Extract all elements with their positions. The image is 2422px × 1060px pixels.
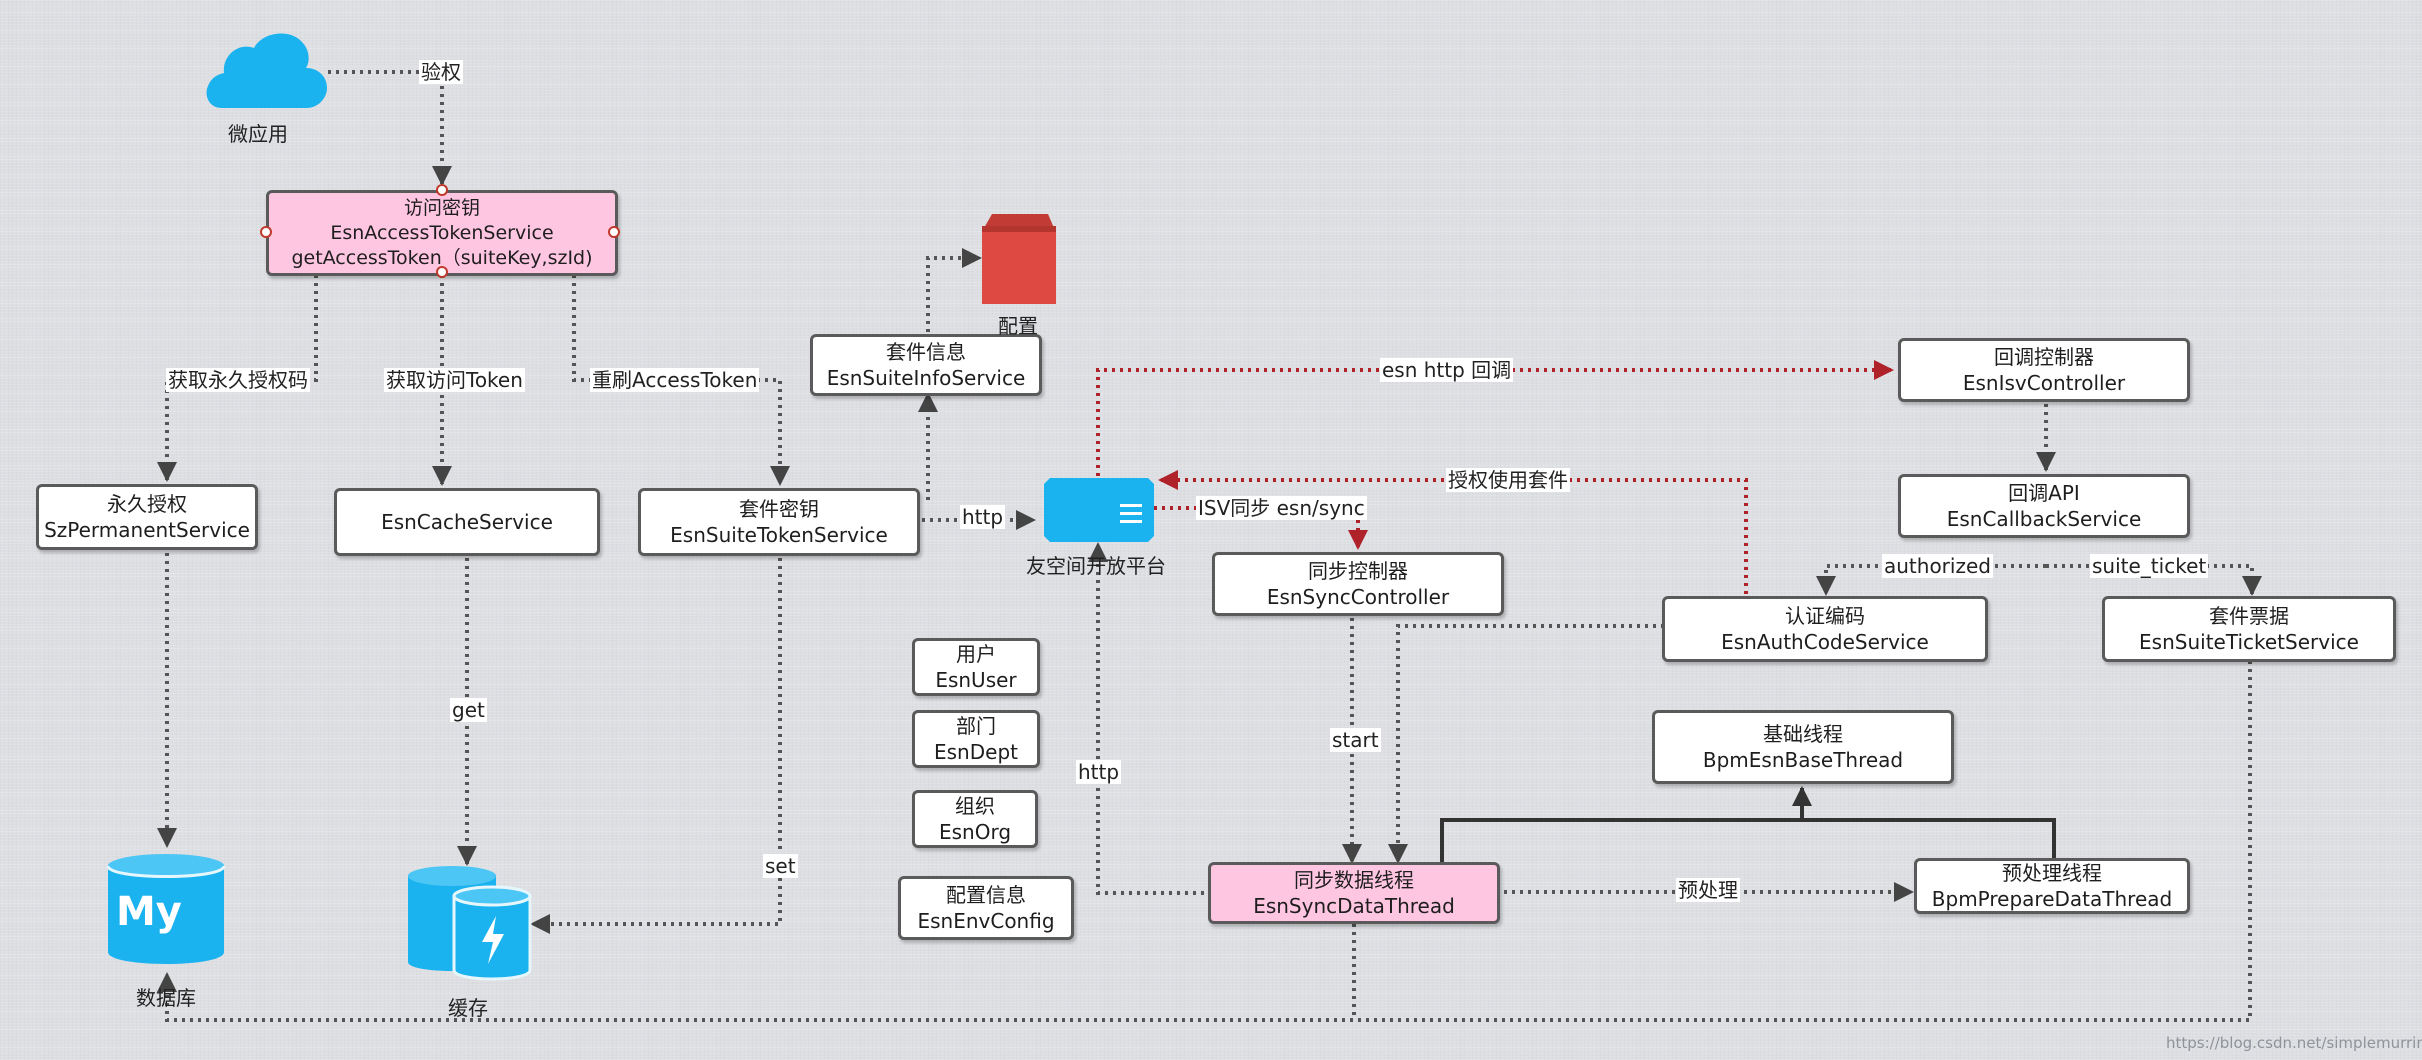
isv-controller-node[interactable]: 回调控制器 EsnIsvController [1898, 338, 2190, 402]
prepare-thread-node[interactable]: 预处理线程 BpmPrepareDataThread [1914, 858, 2190, 914]
node-method: getAccessToken（suiteKey,szId) [291, 246, 593, 269]
node-service: EsnIsvController [1962, 371, 2126, 395]
node-service: SzPermanentService [44, 518, 250, 542]
watermark: https://blog.csdn.net/simplemurrina [2166, 1034, 2422, 1052]
node-title: 组织 [955, 794, 995, 818]
cache-service-node[interactable]: EsnCacheService [334, 488, 600, 556]
micro-app-label: 微应用 [228, 122, 288, 146]
auth-code-service-node[interactable]: 认证编码 EsnAuthCodeService [1662, 596, 1988, 662]
node-title: 部门 [956, 714, 996, 738]
platform-label: 友空间开放平台 [1026, 554, 1166, 578]
edge-label-preprocess: 预处理 [1676, 878, 1740, 902]
database-label: 数据库 [136, 986, 196, 1010]
port-right [608, 226, 620, 238]
edge-label-set: set [763, 854, 798, 878]
node-title: 同步数据线程 [1294, 868, 1414, 892]
node-title: 预处理线程 [2002, 861, 2102, 885]
node-title: 同步控制器 [1308, 559, 1408, 583]
node-title: 套件密钥 [739, 497, 819, 521]
node-title: 永久授权 [107, 492, 187, 516]
edge-auth [328, 70, 452, 186]
node-title: 访问密钥 [403, 196, 480, 219]
cloud-icon [206, 33, 328, 108]
suite-info-service-node[interactable]: 套件信息 EsnSuiteInfoService [810, 334, 1042, 396]
config-store-icon [982, 214, 1056, 304]
edge-esn-http-callback [1096, 360, 1894, 476]
node-service: EsnSuiteTicketService [2139, 630, 2359, 654]
node-title: 回调API [2008, 481, 2080, 505]
edge-http-sync [1088, 542, 1212, 895]
edge-label-auth: 验权 [419, 60, 463, 84]
node-service: BpmEsnBaseThread [1702, 748, 1904, 772]
edge-label-http-sync: http [1076, 760, 1122, 784]
org-entity-node[interactable]: 组织 EsnOrg [912, 790, 1038, 848]
user-entity-node[interactable]: 用户 EsnUser [912, 638, 1040, 696]
edge-start-2 [1388, 624, 1664, 864]
edge-suite-info-to-config [926, 248, 982, 332]
suite-token-service-node[interactable]: 套件密钥 EsnSuiteTokenService [638, 488, 920, 556]
edge-label-refresh-access-token: 重刷AccessToken [590, 368, 760, 392]
dept-entity-node[interactable]: 部门 EsnDept [912, 710, 1040, 768]
edge-label-esn-http-callback: esn http 回调 [1380, 358, 1514, 382]
edge-set [530, 558, 782, 934]
node-title: 用户 [956, 642, 996, 666]
node-service: EsnEnvConfig [917, 909, 1055, 933]
node-title: 配置信息 [946, 883, 1026, 907]
database-glyph: My [116, 889, 182, 935]
env-config-node[interactable]: 配置信息 EsnEnvConfig [898, 876, 1074, 940]
suite-ticket-service-node[interactable]: 套件票据 EsnSuiteTicketService [2102, 596, 2396, 662]
edge-label-auth-use-suite: 授权使用套件 [1446, 468, 1570, 492]
node-service: BpmPrepareDataThread [1931, 887, 2173, 911]
callback-service-node[interactable]: 回调API EsnCallbackService [1898, 474, 2190, 538]
sync-controller-node[interactable]: 同步控制器 EsnSyncController [1212, 552, 1504, 616]
node-title: 回调控制器 [1994, 345, 2094, 369]
port-top [436, 184, 448, 196]
node-service: EsnAccessTokenService [330, 221, 554, 244]
base-thread-node[interactable]: 基础线程 BpmEsnBaseThread [1652, 710, 1954, 784]
node-title: 套件信息 [886, 340, 966, 364]
edge-label-authorized: authorized [1882, 554, 1993, 578]
edge-label-http: http [960, 505, 1006, 529]
config-store-label: 配置 [998, 314, 1038, 338]
edge-label-isv-sync: ISV同步 esn/sync [1196, 496, 1367, 520]
node-title: 套件票据 [2209, 604, 2289, 628]
node-service: EsnSuiteTokenService [670, 523, 888, 547]
cache-icon [408, 866, 532, 981]
node-title: 基础线程 [1763, 722, 1843, 746]
edge-label-start: start [1330, 728, 1381, 752]
edge-label-get-permanent-code: 获取永久授权码 [166, 368, 310, 392]
node-service: EsnSyncDataThread [1253, 894, 1455, 918]
server-icon [1044, 478, 1154, 542]
port-bottom [436, 266, 448, 278]
node-service: EsnSuiteInfoService [826, 366, 1026, 390]
node-title: 认证编码 [1785, 604, 1865, 628]
node-service: EsnUser [935, 668, 1017, 692]
port-left [260, 226, 272, 238]
sync-data-thread-node[interactable]: 同步数据线程 EsnSyncDataThread [1208, 862, 1500, 924]
edge-label-get-access-token: 获取访问Token [384, 368, 525, 392]
edge-thread-inheritance [1440, 788, 2056, 864]
edge-label-suite-ticket: suite_ticket [2090, 554, 2209, 578]
database-icon [106, 854, 226, 964]
node-service: EsnOrg [938, 820, 1012, 844]
edge-label-get: get [450, 698, 487, 722]
node-service: EsnDept [934, 740, 1018, 764]
node-service: EsnCallbackService [1946, 507, 2142, 531]
cache-label: 缓存 [448, 996, 488, 1020]
node-service: EsnAuthCodeService [1721, 630, 1929, 654]
access-token-service-node[interactable]: 访问密钥 EsnAccessTokenService getAccessToke… [266, 190, 618, 276]
node-service: EsnSyncController [1266, 585, 1450, 609]
permanent-service-node[interactable]: 永久授权 SzPermanentService [36, 484, 258, 550]
node-service: EsnCacheService [381, 510, 553, 534]
